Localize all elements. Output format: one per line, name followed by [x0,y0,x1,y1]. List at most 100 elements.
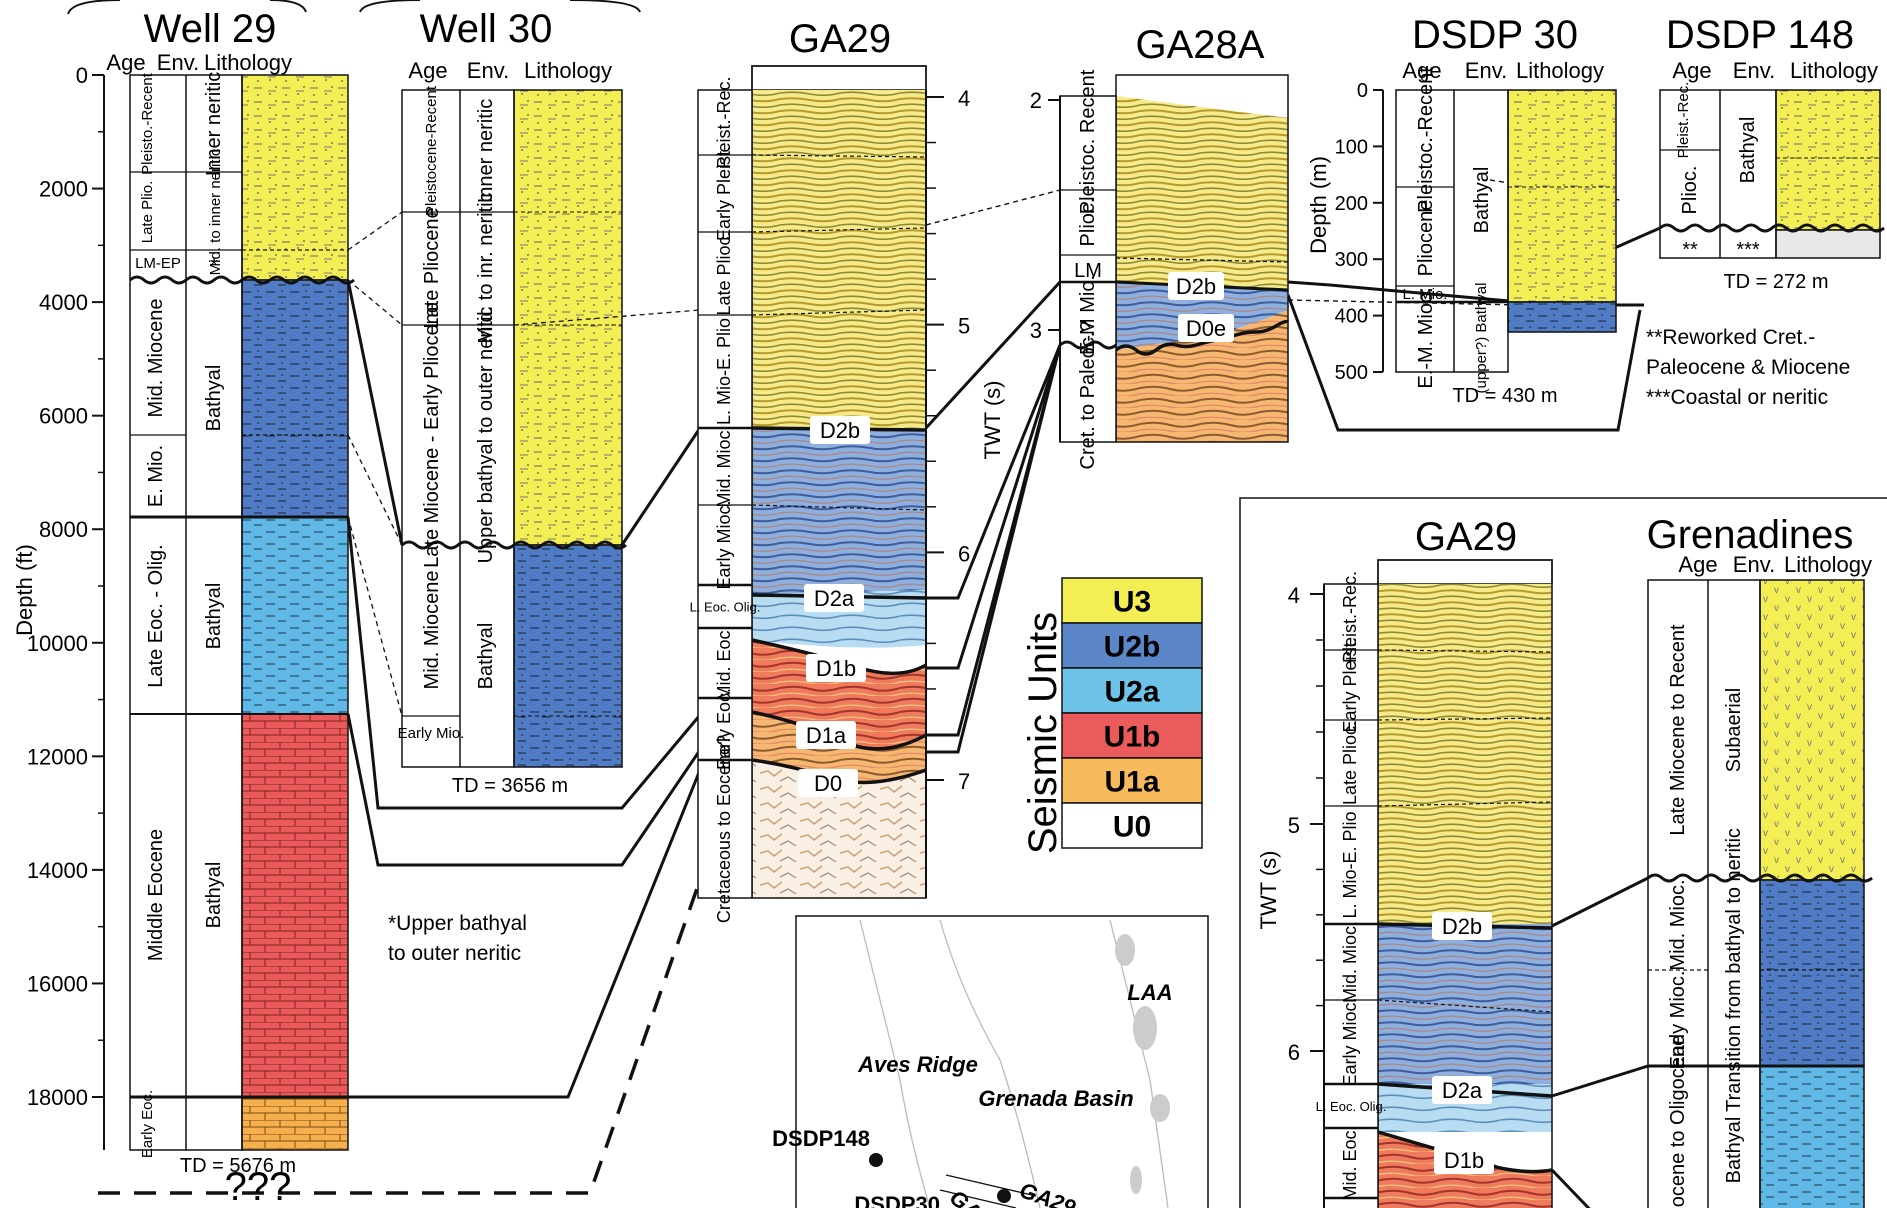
ga29-reflector-label: D0 [814,771,842,796]
depth-tick-label: 10000 [27,631,88,656]
lithology-red [241,713,349,1098]
dsdp148-env-bathyal: Bathyal [1737,117,1759,184]
depth-m-tick-label: 300 [1335,249,1368,271]
w30-td: TD = 3656 m [452,775,568,797]
w30-age-earlymio: Early Mio. [398,725,465,742]
depth-tick-label: 18000 [27,1085,88,1110]
depth-axis-ticks: 0200040006000800010000120001400016000180… [27,63,104,1110]
ga28a-title: GA28A [1136,23,1265,67]
reworked-note: **Reworked Cret.- [1646,326,1815,349]
age-header: Age [408,58,447,83]
w29-age-midmiocene: Mid. Miocene [145,299,167,418]
inset-twt-label: TWT (s) [1256,850,1281,929]
w30-age-pleist: Pleistocene-Recent [423,85,440,216]
depth-m-tick-label: 200 [1335,193,1368,215]
well29-title: Well 29 [144,7,277,51]
ga29-reflector-label: D1a [806,723,847,748]
map-label-dsdp30: DSDP30 [854,1192,940,1208]
gren-age-late-eocene: Late Eocene to Oligocene [1667,1035,1689,1208]
ga29-age-label: Early Mioc. [714,500,734,589]
w29-age-lateeoc: Late Eoc. - Olig. [145,544,167,687]
dsdp148-age-pleist: Pleist.-Rec. [1675,82,1692,159]
w29-age-pleisto: Pleisto.-Recent [139,72,156,175]
w30-env-mid: Mid. to inr. neritic [475,192,497,343]
depth-tick-label: 6000 [39,404,88,429]
ga28a-tick-3: 3 [1030,318,1042,343]
env-header: Env. [1733,58,1775,83]
well30-column: Well 30 Age Env. Lithology Pleistocene-R… [359,0,641,797]
dsdp30-age-pliocene: Pliocene [1415,200,1437,277]
map-label-dsdp148: DSDP148 [772,1126,870,1151]
ga28a-age-lm: LM [1074,260,1102,282]
reworked-note-2: Paleocene & Miocene [1646,356,1850,379]
w30-env-bathyal: Bathyal [475,623,497,690]
w29-age-lmep: LM-EP [135,255,181,272]
legend-swatch [1061,622,1203,669]
twt-tick-label: 5 [958,314,970,339]
depth-tick-label: 14000 [27,858,88,883]
dsdp30-age-pleistoc: Pleistoc.-Recent [1415,67,1437,213]
inset-reflector-label: D2a [1442,1078,1483,1103]
depth-tick-label: 12000 [27,744,88,769]
map-label-laa: LAA [1127,980,1172,1005]
ga29-age-label: L. Eoc. Olig. [690,600,761,615]
w29-age-lateplio: Late Plio. [139,181,156,244]
env-header: Env. [157,50,199,75]
gren-env-transition: Transition from bathyal to neritic [1723,828,1745,1112]
ga28a-reflector-d0e: D0e [1186,316,1226,341]
dsdp148-env-stars: *** [1736,239,1760,261]
depth-tick-label: 16000 [27,971,88,996]
well-correlation-lines [98,211,702,1195]
inset-reflector-label: D2b [1442,914,1482,939]
ga29-age-label: Late Plioc. [714,231,734,315]
w29-env-bathyal3: Bathyal [203,862,225,929]
coastal-note: ***Coastal or neritic [1646,386,1828,409]
lithology-yellow [241,74,349,281]
legend-unit-label: U1b [1104,721,1161,754]
well30-title: Well 30 [420,7,553,51]
depth-tick-label: 8000 [39,517,88,542]
dsdp148-title: DSDP 148 [1666,13,1854,57]
depth-tick-label: 2000 [39,177,88,202]
ga28a-column: GA28A 2 3 Pleistoc. Recent Plioc. LM E-M… [1030,23,1290,469]
age-header: Age [1678,552,1717,577]
inset-reflector-label: D1b [1444,1148,1484,1173]
dsdp30-age-em: E.-M. Mioc. [1415,287,1437,388]
ga29-age-label: Cretaceous to Eocene? [714,735,734,923]
dsdp30-age-lmio: L. Mio. [1402,286,1447,303]
legend-unit-label: U2a [1104,676,1159,709]
depth-m-label: Depth (m) [1306,156,1331,254]
legend-unit-label: U1a [1104,766,1159,799]
w29-td: TD = 5676 m [180,1155,296,1177]
age-header: Age [1672,58,1711,83]
upper-bathyal-note-1: *Upper bathyal [388,912,527,935]
twt-tick-label: 4 [958,86,970,111]
svg-text:Late Plio.: Late Plio. [139,181,156,244]
w29-env-bathyal2: Bathyal [203,583,225,650]
ga29-reflector-label: D2b [820,418,860,443]
legend-unit-label: U2b [1104,631,1161,664]
dsdp148-age-plioc: Plioc. [1679,166,1701,215]
w30-age-midmiocene: Mid. Miocene [421,571,443,690]
inset-panel: GA29 456 TWT (s) Pleist.-Rec.Early Pleis… [1239,497,1887,1208]
twt-axis-label: TWT (s) [980,380,1005,459]
inset-age-label: L. Mio-E. Plio [1340,811,1360,918]
inset-ga29-title: GA29 [1415,515,1517,559]
legend-swatch [1061,757,1203,804]
gren-age-late-miocene: Late Miocene to Recent [1667,624,1689,836]
dsdp30-env-upper: (upper?) Bathyal [1473,283,1490,394]
w29-env-bathyal1: Bathyal [203,365,225,432]
ga28a-age-plioc: Plioc. [1077,198,1099,247]
depth-m-tick-label: 100 [1335,136,1368,158]
legend-swatch [1061,577,1203,624]
depth-m-tick-label: 400 [1335,306,1368,328]
inset-age-label: Mid. Eoc. [1340,1125,1360,1200]
ga29-age-label: L. Mio-E. Plio [714,318,734,425]
lithology-orange [241,1096,349,1151]
env-header: Env. [467,58,509,83]
w30-age-latemiocene: Late Miocene - Early Pliocene [421,302,443,568]
map-label-aves: Aves Ridge [857,1052,978,1077]
depth-tick-label: 0 [76,63,88,88]
gren-age-midmioc: Mid. Mioc. [1667,879,1689,970]
